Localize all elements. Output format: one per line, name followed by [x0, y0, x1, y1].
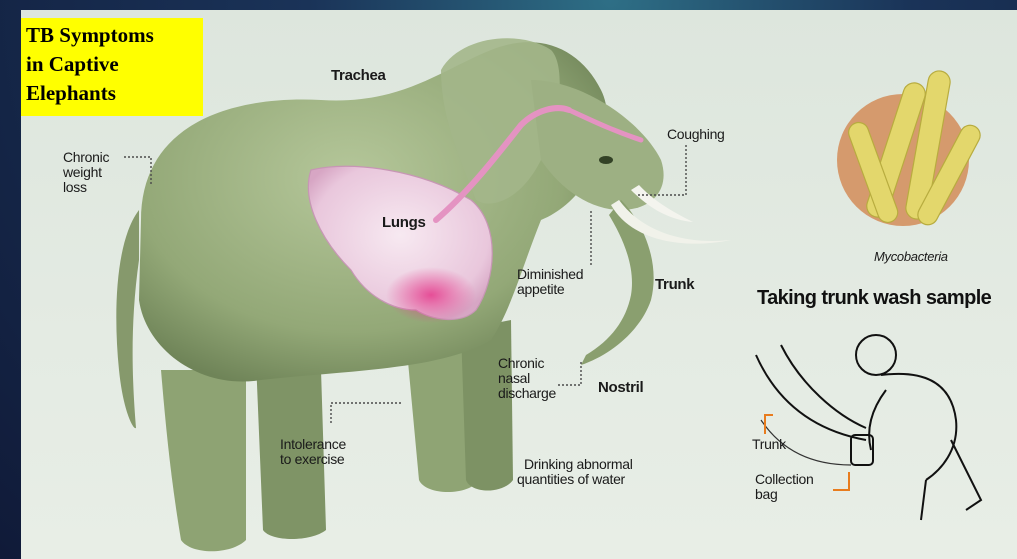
label-text: Drinking abnormal	[524, 457, 633, 472]
trunk-wash-sketch	[756, 335, 981, 520]
sketch-trunk-inner	[781, 345, 866, 428]
elephant-tail	[116, 210, 139, 428]
label-text: Chronic	[498, 356, 544, 371]
sketch-trunk-outer	[756, 355, 866, 440]
label-text: loss	[63, 180, 87, 195]
label-text: discharge	[498, 386, 556, 401]
label-text: Diminished	[517, 267, 583, 282]
label-text: Intolerance	[280, 437, 346, 452]
label-text: Collection	[755, 472, 813, 487]
label-coughing: Coughing	[667, 127, 725, 142]
elephant-back-leg-left	[161, 370, 246, 551]
callout-nasal	[558, 360, 581, 385]
label-sample-trunk: Trunk	[752, 437, 786, 452]
sketch-arm	[869, 390, 886, 450]
label-trunk: Trunk	[655, 277, 694, 292]
label-lungs: Lungs	[382, 215, 426, 230]
label-text: quantities of water	[517, 472, 625, 487]
callout-exercise	[331, 403, 401, 423]
callout-weight-loss	[124, 157, 151, 185]
title-box: TB Symptoms in Captive Elephants	[21, 18, 203, 116]
mycobacteria-illustration	[837, 69, 984, 228]
label-text: Chronic	[63, 150, 109, 165]
sample-heading: Taking trunk wash sample	[757, 291, 991, 306]
label-mycobacteria: Mycobacteria	[874, 249, 948, 264]
title-line-1: TB Symptoms	[26, 23, 154, 48]
label-text: weight	[63, 165, 102, 180]
sketch-body	[881, 374, 956, 480]
label-trachea: Trachea	[331, 68, 386, 83]
label-text: to exercise	[280, 452, 344, 467]
elephant-eye	[599, 156, 613, 164]
callout-collection-bag	[833, 472, 849, 490]
title-line-3: Elephants	[26, 81, 116, 106]
title-line-2: in Captive	[26, 52, 119, 77]
infographic-panel: TB Symptoms in Captive Elephants Trachea…	[21, 10, 1017, 559]
label-text: appetite	[517, 282, 564, 297]
label-nostril: Nostril	[598, 380, 643, 395]
lungs-inflammation	[386, 267, 476, 323]
sketch-head	[856, 335, 896, 375]
label-text: bag	[755, 487, 777, 502]
label-text: nasal	[498, 371, 530, 386]
elephant-illustration	[116, 38, 731, 551]
